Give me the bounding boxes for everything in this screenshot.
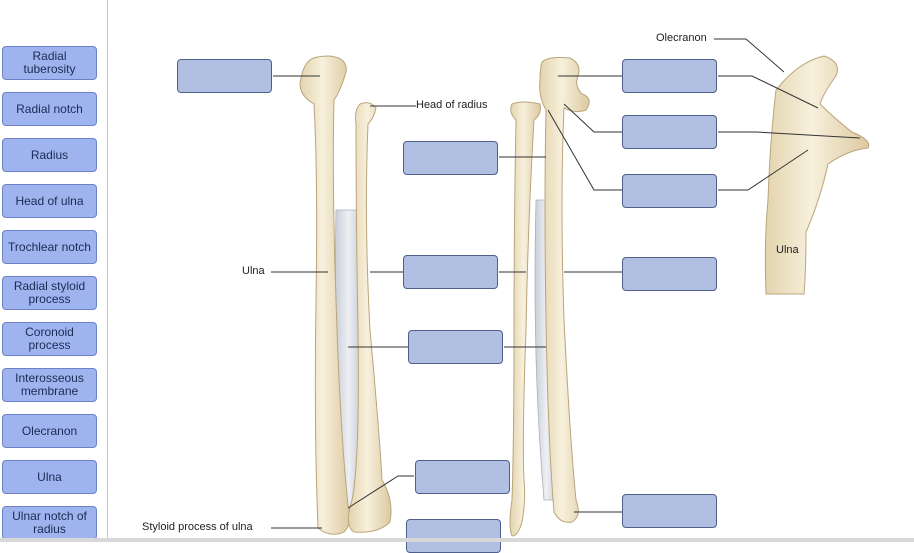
drop-target-1[interactable] [177, 59, 272, 93]
term-trochlear-notch[interactable]: Trochlear notch [2, 230, 97, 264]
label-ulna-left: Ulna [242, 265, 265, 277]
term-head-of-ulna[interactable]: Head of ulna [2, 184, 97, 218]
term-bank: Radial tuberosity Radial notch Radius He… [0, 0, 108, 542]
drop-target-5[interactable] [415, 460, 510, 494]
label-styloid-process-of-ulna: Styloid process of ulna [142, 521, 253, 533]
term-radial-styloid-process[interactable]: Radial styloid process [2, 276, 97, 310]
drop-target-9[interactable] [622, 174, 717, 208]
drop-target-10[interactable] [622, 257, 717, 291]
drop-target-6[interactable] [406, 519, 501, 553]
drop-target-8[interactable] [622, 115, 717, 149]
term-radial-notch[interactable]: Radial notch [2, 92, 97, 126]
label-head-of-radius: Head of radius [416, 99, 488, 111]
term-radial-tuberosity[interactable]: Radial tuberosity [2, 46, 97, 80]
term-ulna[interactable]: Ulna [2, 460, 97, 494]
term-coronoid-process[interactable]: Coronoid process [2, 322, 97, 356]
diagram-canvas: Head of radius Ulna Styloid process of u… [108, 0, 914, 542]
drop-target-7[interactable] [622, 59, 717, 93]
drop-target-11[interactable] [622, 494, 717, 528]
term-radius[interactable]: Radius [2, 138, 97, 172]
bottom-rule [0, 538, 914, 542]
drop-target-4[interactable] [408, 330, 503, 364]
ulna-inset [765, 56, 868, 294]
label-olecranon: Olecranon [656, 32, 707, 44]
term-olecranon[interactable]: Olecranon [2, 414, 97, 448]
drop-target-2[interactable] [403, 141, 498, 175]
term-ulnar-notch-of-radius[interactable]: Ulnar notch of radius [2, 506, 97, 540]
term-interosseous-membrane[interactable]: Interosseous membrane [2, 368, 97, 402]
label-ulna-inset: Ulna [776, 244, 799, 256]
drop-target-3[interactable] [403, 255, 498, 289]
